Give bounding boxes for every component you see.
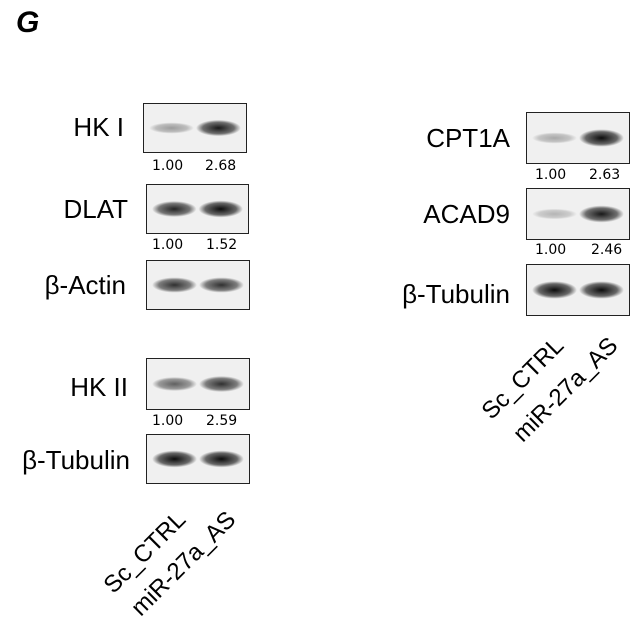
band-acad9-lane-2 (579, 205, 624, 223)
band-hk2-lane-2 (199, 376, 244, 392)
blot-tubulin-right (526, 264, 630, 316)
quant-hk1-treated: 2.68 (205, 158, 237, 174)
blot-hk2 (146, 358, 250, 410)
blot-hk1-svg (149, 119, 241, 137)
band-hk2-lane-1 (152, 377, 197, 391)
band-tub_left-lane-2 (199, 450, 244, 468)
blot-label-tubulin-right: β-Tubulin (402, 279, 510, 309)
blot-label-dlat: DLAT (63, 194, 128, 224)
blot-tub_right-svg (532, 281, 624, 299)
blot-cpt1a-svg (532, 129, 624, 147)
blot-actin (146, 260, 250, 310)
blot-tub_left-svg (152, 450, 244, 468)
band-cpt1a-lane-2 (579, 129, 624, 147)
blot-acad9-svg (532, 205, 624, 223)
band-tub_right-lane-1 (532, 281, 577, 299)
band-dlat-lane-2 (198, 200, 243, 218)
quant-cpt1a-treated: 2.63 (589, 167, 621, 183)
blot-tubulin-left (146, 434, 250, 484)
quant-dlat-treated: 1.52 (206, 237, 238, 253)
quant-acad9-ctrl: 1.00 (535, 242, 567, 258)
band-actin-lane-1 (152, 277, 197, 293)
band-acad9-lane-1 (532, 208, 577, 220)
band-tub_right-lane-2 (579, 281, 624, 299)
blot-cpt1a (526, 112, 630, 164)
band-actin-lane-2 (199, 277, 244, 293)
blot-actin-svg (152, 277, 244, 293)
band-tub_left-lane-1 (152, 450, 197, 468)
blot-acad9 (526, 188, 630, 240)
blot-label-hk1: HK I (73, 112, 124, 142)
blot-label-hk2: HK II (70, 372, 128, 402)
quant-cpt1a-ctrl: 1.00 (535, 167, 567, 183)
blot-label-acad9: ACAD9 (423, 199, 510, 229)
quant-hk1-ctrl: 1.00 (152, 158, 184, 174)
blot-label-cpt1a: CPT1A (426, 123, 510, 153)
blot-hk1 (143, 103, 247, 153)
blot-dlat-svg (152, 200, 243, 218)
blot-dlat (146, 184, 249, 234)
panel-letter: G (16, 6, 40, 39)
band-hk1-lane-2 (196, 119, 241, 137)
blot-label-actin: β-Actin (44, 270, 126, 300)
band-cpt1a-lane-1 (532, 132, 577, 144)
quant-hk2-treated: 2.59 (206, 413, 238, 429)
band-dlat-lane-1 (152, 201, 197, 217)
quant-hk2-ctrl: 1.00 (152, 413, 184, 429)
quant-dlat-ctrl: 1.00 (152, 237, 184, 253)
blot-hk2-svg (152, 376, 244, 392)
quant-acad9-treated: 2.46 (591, 242, 623, 258)
blot-label-tubulin-left: β-Tubulin (22, 445, 130, 475)
band-hk1-lane-1 (149, 122, 194, 134)
